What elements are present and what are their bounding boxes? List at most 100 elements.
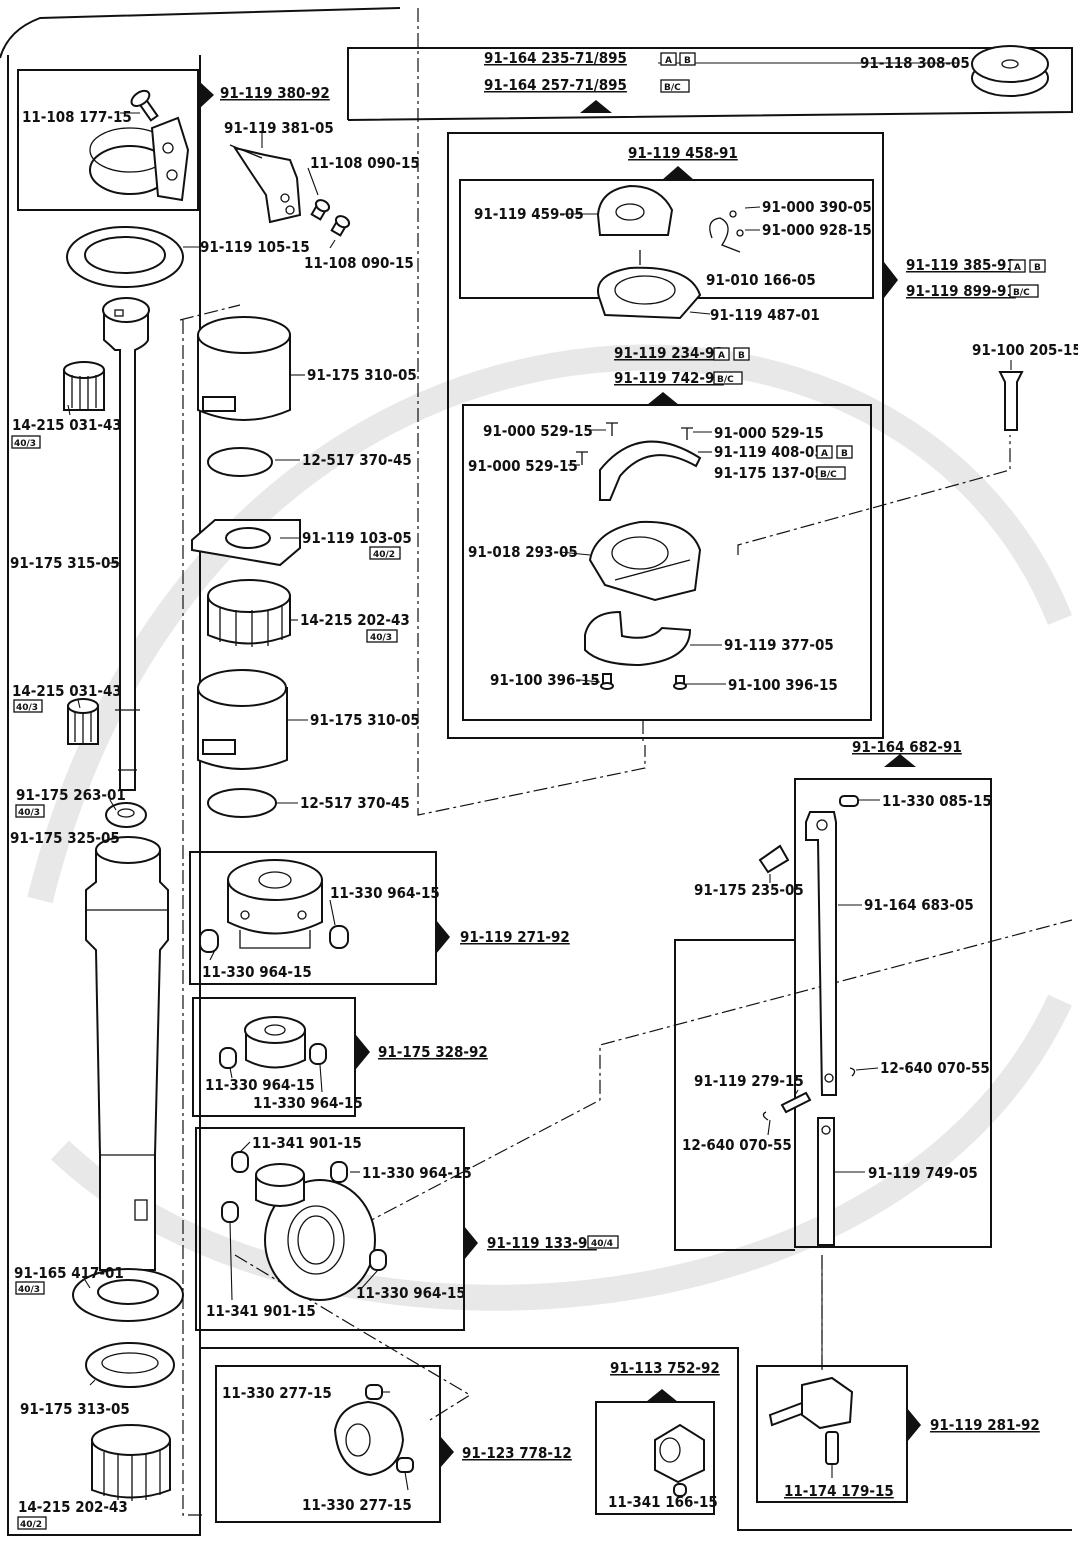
svg-text:B: B <box>684 56 691 66</box>
part-number-label: 11-330 964-15 <box>362 1164 472 1182</box>
part-number-label: 91-119 487-01 <box>710 306 820 324</box>
part-number-label: 91-100 205-15 <box>972 341 1078 359</box>
svg-text:B: B <box>738 351 745 361</box>
part-drawings <box>63 45 1049 1501</box>
variant-tag: A <box>713 347 730 361</box>
variant-tag: A <box>660 52 677 66</box>
part-number-label: 12-640 070-55 <box>880 1059 990 1077</box>
part-number-label: 91-119 459-05 <box>474 205 584 223</box>
part-number-label: 91-119 381-05 <box>224 119 334 137</box>
assembly-number-label: 91-113 752-92 <box>610 1359 720 1377</box>
part-labels: 11-108 177-15 91-119 380-92 91-119 381-0… <box>10 49 1078 1516</box>
part-number-label: 91-119 749-05 <box>868 1164 978 1182</box>
svg-text:40/2: 40/2 <box>20 1520 42 1530</box>
part-number-label: 11-330 085-15 <box>882 792 992 810</box>
part-number-label: 11-174 179-15 <box>784 1482 894 1500</box>
variant-tag: B <box>733 347 750 361</box>
part-number-label: 91-165 417-01 <box>14 1264 124 1282</box>
part-number-label: 91-000 928-15 <box>762 221 872 239</box>
part-number-label: 11-330 964-15 <box>330 884 440 902</box>
variant-tag: B <box>679 52 696 66</box>
part-number-label: 12-640 070-55 <box>682 1136 792 1154</box>
page-ref-tag: 40/3 <box>366 629 398 643</box>
page-ref-tag: 40/2 <box>369 546 401 560</box>
part-number-label: 11-330 964-15 <box>205 1076 315 1094</box>
part-number-label: 11-341 901-15 <box>206 1302 316 1320</box>
svg-text:B/C: B/C <box>1013 288 1030 298</box>
svg-text:A: A <box>1014 263 1021 273</box>
variant-tag: A <box>816 445 833 459</box>
part-number-label: 11-330 277-15 <box>302 1496 412 1514</box>
page-ref-tag: 40/4 <box>587 1235 619 1249</box>
variant-tag: A <box>1009 259 1026 273</box>
svg-text:A: A <box>718 351 725 361</box>
part-number-label: 11-341 901-15 <box>252 1134 362 1152</box>
part-number-label: 91-175 235-05 <box>694 881 804 899</box>
part-number-label: 91-119 105-15 <box>200 238 310 256</box>
part-number-label: 91-175 310-05 <box>307 366 417 384</box>
svg-text:40/2: 40/2 <box>373 550 395 560</box>
part-number-label: 14-215 202-43 <box>300 611 410 629</box>
variant-tag: B <box>1029 259 1046 273</box>
part-number-label: 91-010 166-05 <box>706 271 816 289</box>
svg-text:B/C: B/C <box>664 83 681 93</box>
assembly-number-label: 91-175 328-92 <box>378 1043 488 1061</box>
assembly-number-label: 91-164 682-91 <box>852 738 962 756</box>
part-number-label: 91-175 263-01 <box>16 786 126 804</box>
part-number-label: 91-100 396-15 <box>490 671 600 689</box>
assembly-number-label: 91-123 778-12 <box>462 1444 572 1462</box>
part-number-label: 91-000 529-15 <box>468 457 578 475</box>
svg-text:A: A <box>821 449 828 459</box>
part-number-label: 91-175 315-05 <box>10 554 120 572</box>
svg-text:40/4: 40/4 <box>591 1239 613 1249</box>
part-number-label: 91-175 325-05 <box>10 829 120 847</box>
variant-tag: B/C <box>1009 284 1039 298</box>
part-number-label: 91-100 396-15 <box>728 676 838 694</box>
reference-tags: 40/3 40/2 40/3 40/3 40/3 40/4 40/3 40/2 … <box>11 52 1046 1530</box>
svg-text:40/3: 40/3 <box>14 439 36 449</box>
assembly-number-label: 91-164 235-71/895 <box>484 49 627 67</box>
assembly-number-label: 91-119 380-92 <box>220 84 330 102</box>
svg-text:B: B <box>841 449 848 459</box>
pointer-triangles <box>200 82 921 1468</box>
part-number-label: 91-119 103-05 <box>302 529 412 547</box>
part-number-label: 11-108 090-15 <box>304 254 414 272</box>
part-number-label: 14-215 031-43 <box>12 416 122 434</box>
part-number-label: 11-108 090-15 <box>310 154 420 172</box>
svg-text:B/C: B/C <box>820 470 837 480</box>
part-number-label: 14-215 202-43 <box>18 1498 128 1516</box>
part-number-label: 91-119 279-15 <box>694 1072 804 1090</box>
part-number-label: 91-175 137-05 <box>714 464 824 482</box>
part-number-label: 12-517 370-45 <box>300 794 410 812</box>
part-number-label: 91-000 529-15 <box>714 424 824 442</box>
page-ref-tag: 40/2 <box>17 1516 47 1530</box>
page-ref-tag: 40/3 <box>15 804 45 818</box>
assembly-number-label: 91-119 458-91 <box>628 144 738 162</box>
assembly-number-label: 91-119 899-91 <box>906 282 1016 300</box>
part-number-label: 11-330 964-15 <box>202 963 312 981</box>
assembly-number-label: 91-119 385-91 <box>906 256 1016 274</box>
leader-lines <box>67 62 1012 1491</box>
part-number-label: 11-330 964-15 <box>356 1284 466 1302</box>
part-number-label: 91-119 377-05 <box>724 636 834 654</box>
svg-text:A: A <box>665 56 672 66</box>
part-number-label: 14-215 031-43 <box>12 682 122 700</box>
part-number-label: 91-000 390-05 <box>762 198 872 216</box>
svg-text:B: B <box>1034 263 1041 273</box>
part-number-label: 11-108 177-15 <box>22 108 132 126</box>
part-number-label: 11-341 166-15 <box>608 1493 718 1511</box>
assembly-number-label: 91-119 133-90 <box>487 1234 597 1252</box>
watermark <box>27 344 1073 1311</box>
part-number-label: 91-175 310-05 <box>310 711 420 729</box>
assembly-number-label: 91-164 257-71/895 <box>484 76 627 94</box>
assembly-number-label: 91-119 742-91 <box>614 369 724 387</box>
svg-text:40/3: 40/3 <box>18 1285 40 1295</box>
variant-tag: B/C <box>713 371 743 385</box>
part-number-label: 12-517 370-45 <box>302 451 412 469</box>
svg-text:40/3: 40/3 <box>370 633 392 643</box>
variant-tag: B/C <box>816 466 846 480</box>
assembly-number-label: 91-119 271-92 <box>460 928 570 946</box>
variant-tag: B/C <box>660 79 690 93</box>
part-number-label: 91-164 683-05 <box>864 896 974 914</box>
